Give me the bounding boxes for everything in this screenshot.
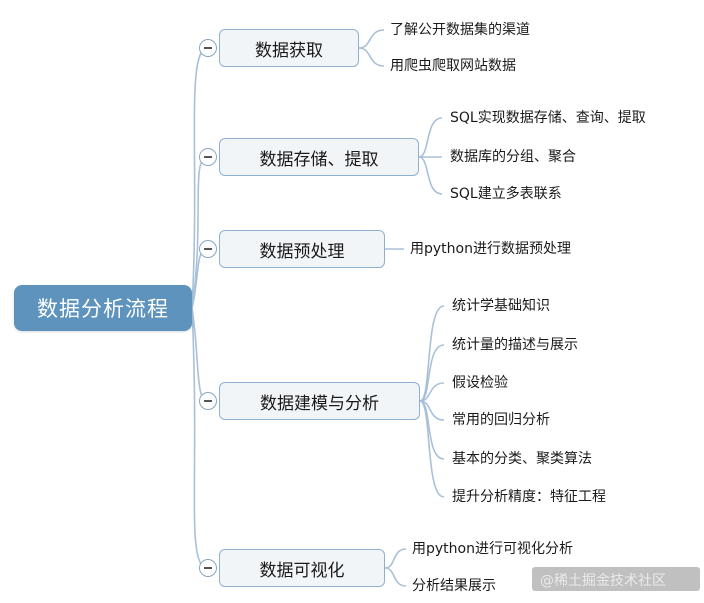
leaf-item: 常用的回归分析 [452, 412, 550, 428]
leaf-item: 提升分析精度：特征工程 [452, 489, 606, 505]
branch-data-visualization[interactable]: 数据可视化 [219, 549, 385, 587]
leaf-item: 用python进行数据预处理 [410, 241, 571, 257]
watermark-text: @稀土掘金技术社区 [540, 573, 666, 589]
leaf-item: 假设检验 [452, 375, 508, 391]
leaf-item: SQL建立多表联系 [450, 186, 562, 202]
branch-data-acquisition[interactable]: 数据获取 [219, 29, 359, 67]
leaf-item: 分析结果展示 [412, 578, 496, 594]
collapse-icon[interactable] [199, 240, 217, 258]
collapse-icon[interactable] [199, 392, 217, 410]
leaf-item: 用python进行可视化分析 [412, 541, 573, 557]
leaf-item: 统计量的描述与展示 [452, 337, 578, 353]
branch-data-preprocessing[interactable]: 数据预处理 [219, 230, 385, 268]
leaf-item: 用爬虫爬取网站数据 [390, 58, 516, 74]
leaf-item: 了解公开数据集的渠道 [390, 22, 530, 38]
branch-data-storage[interactable]: 数据存储、提取 [219, 138, 419, 176]
watermark-background [532, 567, 700, 591]
leaf-item: SQL实现数据存储、查询、提取 [450, 110, 646, 126]
branch-data-modeling[interactable]: 数据建模与分析 [219, 382, 420, 420]
collapse-icon[interactable] [199, 39, 217, 57]
leaf-item: 统计学基础知识 [452, 298, 550, 314]
root-node: 数据分析流程 [14, 285, 192, 331]
collapse-icon[interactable] [199, 148, 217, 166]
leaf-item: 基本的分类、聚类算法 [452, 451, 592, 467]
collapse-icon[interactable] [199, 559, 217, 577]
leaf-item: 数据库的分组、聚合 [450, 149, 576, 165]
